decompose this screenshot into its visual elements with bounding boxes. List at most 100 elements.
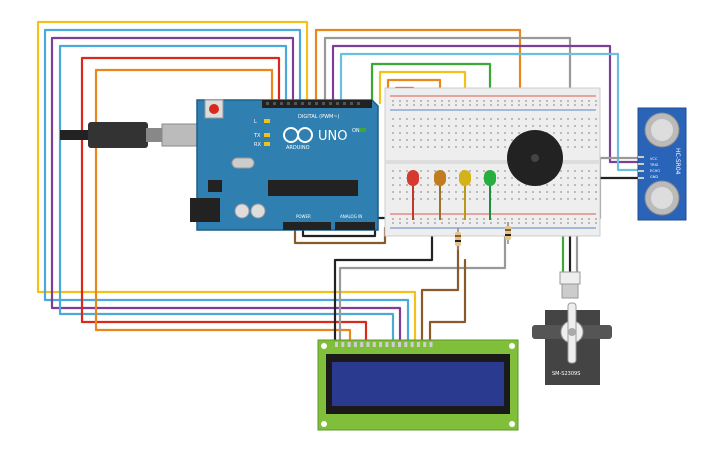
- breadboard-hole: [553, 125, 555, 127]
- breadboard-hole: [448, 222, 450, 224]
- breadboard-hole: [532, 222, 534, 224]
- breadboard-hole: [434, 146, 436, 148]
- lcd-pin: [341, 342, 345, 347]
- breadboard-hole: [553, 100, 555, 102]
- breadboard-hole: [399, 139, 401, 141]
- breadboard-hole: [420, 139, 422, 141]
- breadboard-hole: [483, 118, 485, 120]
- breadboard-hole: [462, 139, 464, 141]
- breadboard-hole: [581, 125, 583, 127]
- breadboard-hole: [413, 139, 415, 141]
- breadboard-hole: [504, 125, 506, 127]
- wire-gray-top: [323, 36, 572, 105]
- breadboard-hole: [525, 184, 527, 186]
- breadboard-hole: [455, 198, 457, 200]
- breadboard-hole: [462, 222, 464, 224]
- breadboard-hole: [448, 125, 450, 127]
- lcd-pin: [410, 342, 414, 347]
- breadboard-hole: [588, 191, 590, 193]
- breadboard-hole: [595, 146, 597, 148]
- breadboard-hole: [441, 191, 443, 193]
- breadboard-hole: [532, 104, 534, 106]
- breadboard-hole: [518, 100, 520, 102]
- led-green: [484, 170, 496, 220]
- breadboard-hole: [581, 170, 583, 172]
- breadboard-hole: [595, 198, 597, 200]
- breadboard-hole: [476, 170, 478, 172]
- onboard-led-rx: [264, 142, 270, 146]
- wire-brown-lcd: [420, 238, 460, 344]
- breadboard-hole: [413, 104, 415, 106]
- breadboard-hole: [567, 218, 569, 220]
- breadboard-hole: [406, 191, 408, 193]
- breadboard-hole: [399, 198, 401, 200]
- breadboard-hole: [476, 104, 478, 106]
- breadboard-hole: [406, 125, 408, 127]
- breadboard-hole: [581, 118, 583, 120]
- breadboard-hole: [413, 222, 415, 224]
- breadboard-hole: [588, 132, 590, 134]
- breadboard-hole: [588, 198, 590, 200]
- breadboard-hole: [581, 177, 583, 179]
- lcd-pin: [391, 342, 395, 347]
- breadboard-hole: [567, 191, 569, 193]
- breadboard-hole: [511, 218, 513, 220]
- breadboard-hole: [525, 191, 527, 193]
- breadboard-hole: [427, 170, 429, 172]
- power-header: [283, 222, 331, 230]
- lcd-pin: [372, 342, 376, 347]
- breadboard-hole: [511, 177, 513, 179]
- breadboard-hole: [462, 198, 464, 200]
- breadboard-hole: [532, 198, 534, 200]
- breadboard-hole: [560, 100, 562, 102]
- breadboard-hole: [574, 125, 576, 127]
- breadboard-hole: [476, 146, 478, 148]
- breadboard-hole: [392, 170, 394, 172]
- breadboard-hole: [581, 132, 583, 134]
- breadboard-hole: [595, 222, 597, 224]
- breadboard-hole: [434, 104, 436, 106]
- onboard-led-l: [264, 119, 270, 123]
- breadboard-hole: [504, 222, 506, 224]
- breadboard-hole: [420, 184, 422, 186]
- breadboard-hole: [427, 139, 429, 141]
- breadboard-hole: [427, 146, 429, 148]
- breadboard-hole: [567, 177, 569, 179]
- breadboard-hole: [574, 184, 576, 186]
- breadboard: [384, 87, 601, 237]
- breadboard-hole: [399, 125, 401, 127]
- breadboard-hole: [455, 100, 457, 102]
- breadboard-hole: [455, 222, 457, 224]
- capacitor-1: [234, 203, 250, 219]
- breadboard-hole: [476, 132, 478, 134]
- breadboard-hole: [413, 146, 415, 148]
- breadboard-hole: [504, 170, 506, 172]
- breadboard-hole: [455, 170, 457, 172]
- arduino-on-label: ON: [352, 128, 360, 134]
- breadboard-hole: [504, 218, 506, 220]
- breadboard-hole: [462, 118, 464, 120]
- breadboard-hole: [567, 118, 569, 120]
- breadboard-hole: [434, 125, 436, 127]
- breadboard-hole: [546, 198, 548, 200]
- breadboard-hole: [560, 170, 562, 172]
- breadboard-hole: [420, 218, 422, 220]
- breadboard-hole: [455, 104, 457, 106]
- breadboard-hole: [413, 132, 415, 134]
- breadboard-hole: [476, 118, 478, 120]
- breadboard-hole: [462, 191, 464, 193]
- breadboard-hole: [504, 198, 506, 200]
- arduino-l-label: L: [254, 119, 257, 125]
- breadboard-hole: [553, 184, 555, 186]
- breadboard-hole: [469, 184, 471, 186]
- breadboard-hole: [525, 198, 527, 200]
- breadboard-hole: [553, 222, 555, 224]
- breadboard-hole: [574, 146, 576, 148]
- breadboard-hole: [441, 125, 443, 127]
- lcd-pin: [360, 342, 364, 347]
- breadboard-hole: [497, 146, 499, 148]
- analog-header: [335, 222, 375, 230]
- breadboard-hole: [448, 191, 450, 193]
- breadboard-hole: [497, 191, 499, 193]
